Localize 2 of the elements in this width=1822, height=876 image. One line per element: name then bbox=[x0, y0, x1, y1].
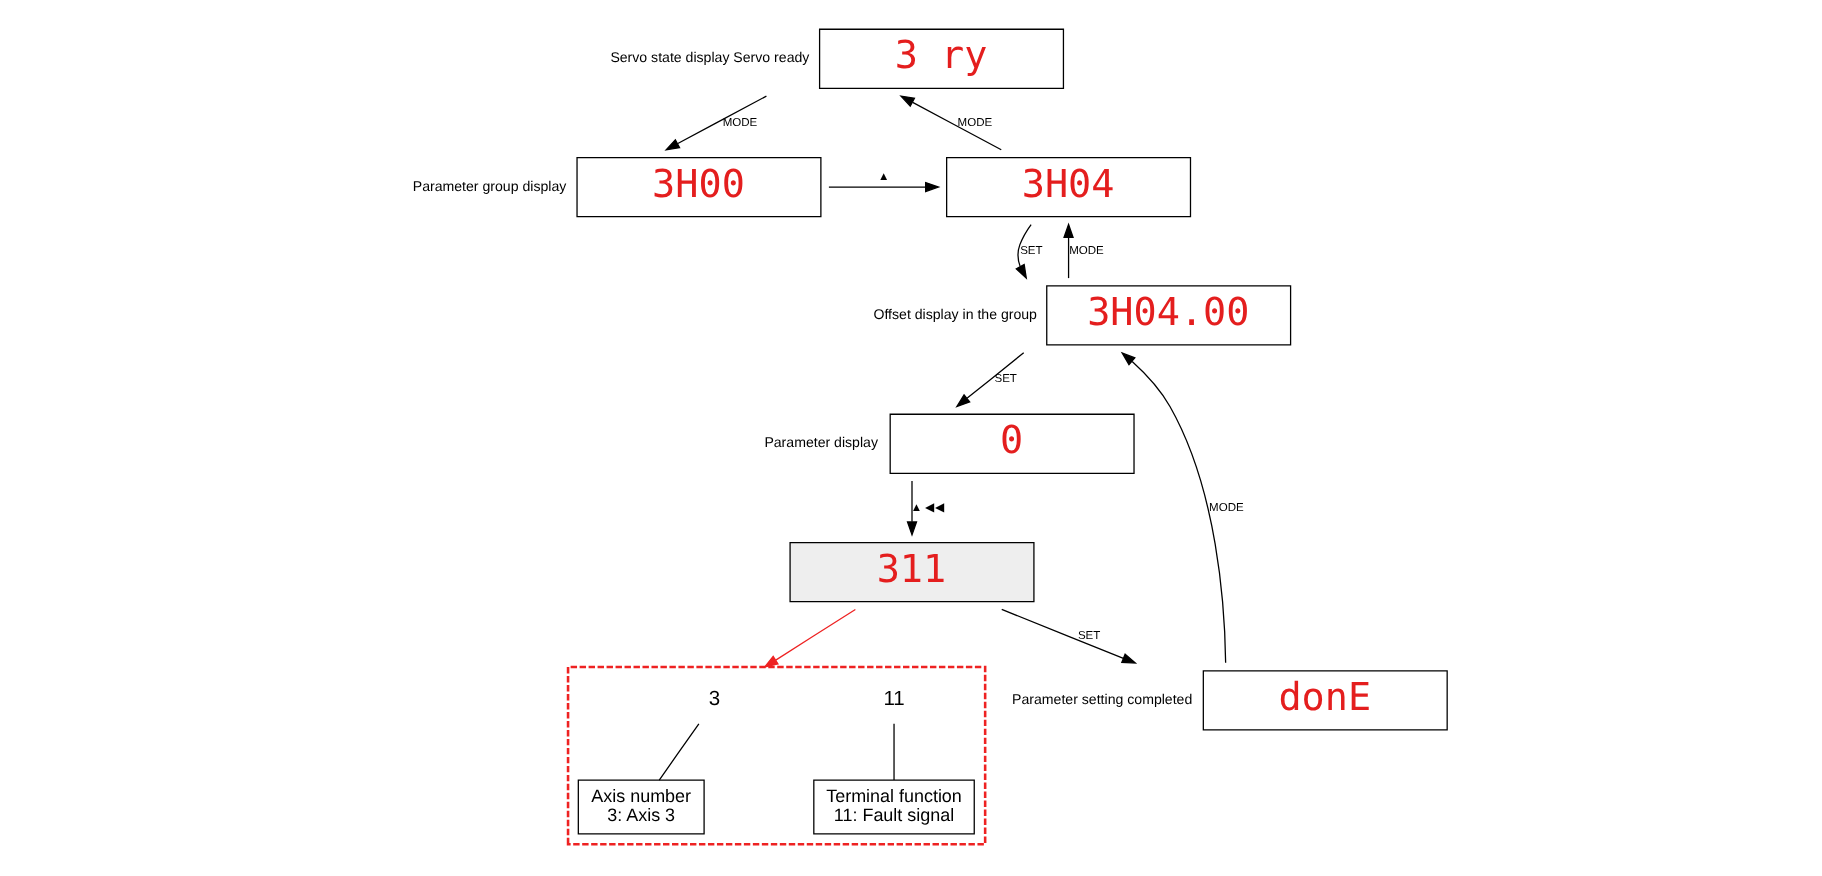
node-text: 11 bbox=[882, 689, 904, 712]
node-text: 3 bbox=[707, 689, 720, 712]
